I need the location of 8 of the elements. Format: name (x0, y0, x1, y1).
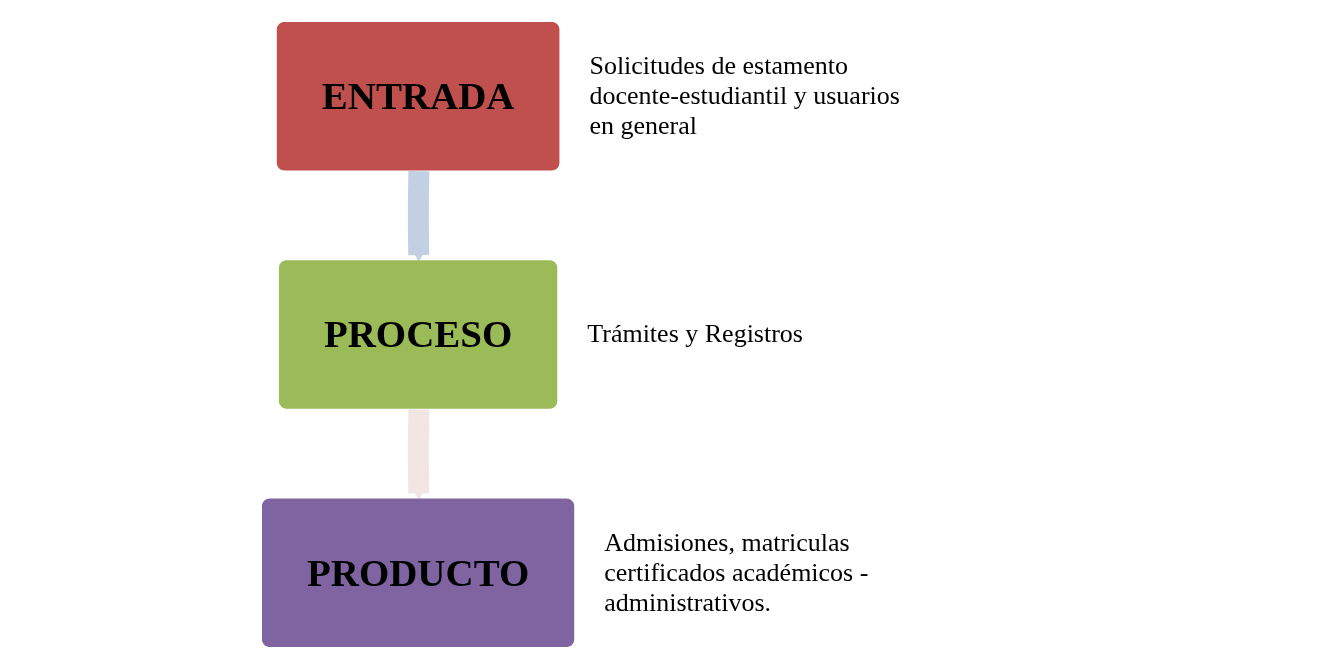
bullet-text: Trámites y Registros (587, 319, 804, 350)
node-box: ENTRADA (276, 22, 560, 171)
bullet-text: Solicitudes de estamento docente-estudiantil y usuarios en general (589, 51, 901, 141)
bullet-text: Admisiones, matriculas certificados académicos - administrativos. (604, 527, 870, 618)
node-box: PRODUCTO (262, 498, 575, 647)
arrow (407, 168, 430, 262)
arrow (407, 406, 430, 500)
node-box: PROCESO (278, 260, 558, 409)
